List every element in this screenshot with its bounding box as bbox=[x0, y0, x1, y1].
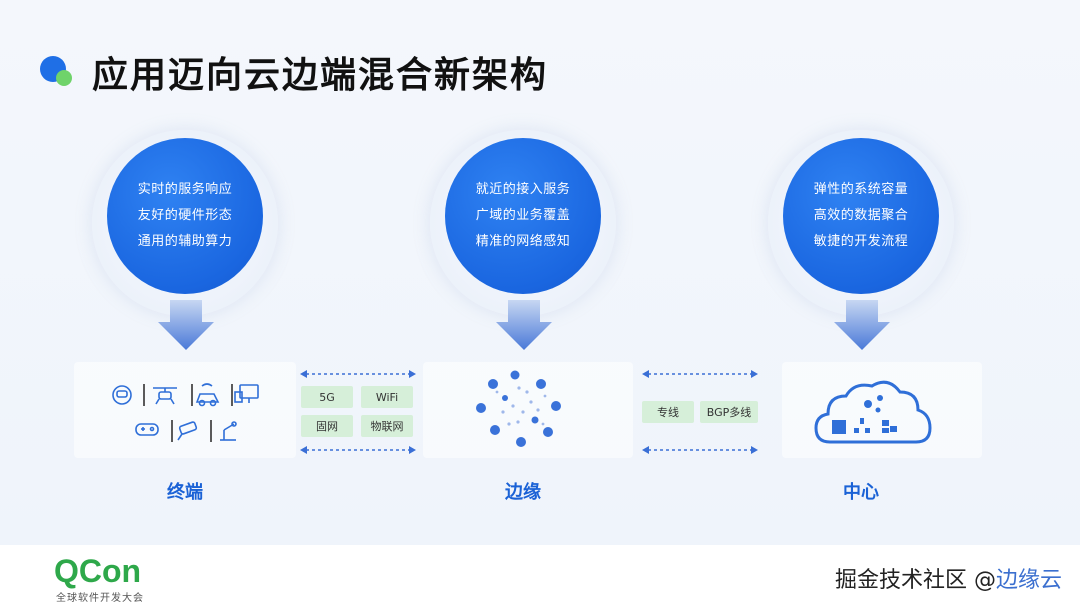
drone-icon bbox=[153, 387, 177, 405]
robot-head-icon bbox=[112, 385, 132, 405]
terminal-line-1: 实时的服务响应 bbox=[137, 182, 233, 197]
center-line-3: 敏捷的开发流程 bbox=[813, 234, 909, 249]
edge-line-2: 广域的业务覆盖 bbox=[475, 208, 571, 223]
edge-nodes-panel bbox=[423, 362, 633, 458]
qcon-logo-subtitle: 全球软件开发大会 bbox=[56, 593, 144, 604]
footer-bar bbox=[0, 545, 1080, 609]
watermark-suffix: 边缘云 bbox=[995, 568, 1062, 593]
connected-car-icon bbox=[195, 383, 220, 407]
slide-title: 应用迈向云边端混合新架构 bbox=[92, 55, 549, 96]
edge-label: 边缘 bbox=[505, 482, 541, 503]
terminal-devices-panel bbox=[74, 362, 296, 458]
watermark-prefix: 掘金技术社区 @ bbox=[834, 568, 996, 593]
edge-center-connector bbox=[642, 370, 758, 454]
cctv-camera-icon bbox=[177, 421, 198, 441]
terminal-edge-connector bbox=[300, 370, 416, 454]
qcon-logo: QCon bbox=[54, 553, 142, 589]
edge-circle: 就近的接入服务 广域的业务覆盖 精准的网络感知 bbox=[445, 138, 601, 294]
robotic-arm-icon bbox=[220, 421, 237, 441]
slide-canvas: 应用迈向云边端混合新架构 实时的服务响应 友好的硬件形态 通用的辅助算力 就近的… bbox=[0, 0, 1080, 545]
center-cloud-panel bbox=[782, 362, 982, 458]
edge-line-3: 精准的网络感知 bbox=[475, 234, 571, 249]
center-line-2: 高效的数据聚合 bbox=[813, 208, 909, 223]
center-line-1: 弹性的系统容量 bbox=[813, 182, 909, 197]
terminal-line-2: 友好的硬件形态 bbox=[137, 208, 233, 223]
cloud-datacenter-icon bbox=[814, 380, 932, 444]
terminal-devices-icons bbox=[112, 383, 259, 442]
terminal-circle: 实时的服务响应 友好的硬件形态 通用的辅助算力 bbox=[107, 138, 263, 294]
title-bullet-accent-icon bbox=[56, 70, 72, 86]
terminal-label: 终端 bbox=[167, 482, 203, 503]
link-tag-wifi: WiFi bbox=[361, 386, 413, 408]
link-tag-5g: 5G bbox=[301, 386, 353, 408]
terminal-down-arrow-icon bbox=[158, 300, 214, 350]
watermark: 掘金技术社区 @边缘云 bbox=[835, 562, 1062, 594]
terminal-line-3: 通用的辅助算力 bbox=[137, 234, 233, 249]
edge-down-arrow-icon bbox=[496, 300, 552, 350]
gamepad-icon bbox=[135, 423, 159, 436]
desktop-icon bbox=[234, 384, 259, 403]
link-tag-leased-line: 专线 bbox=[642, 401, 694, 423]
center-label: 中心 bbox=[843, 482, 879, 503]
link-tag-iot: 物联网 bbox=[361, 415, 413, 437]
link-tag-fixed-network: 固网 bbox=[301, 415, 353, 437]
link-tag-bgp: BGP多线 bbox=[700, 401, 758, 423]
edge-line-1: 就近的接入服务 bbox=[475, 182, 571, 197]
edge-network-icon bbox=[476, 370, 561, 447]
center-down-arrow-icon bbox=[834, 300, 890, 350]
center-circle: 弹性的系统容量 高效的数据聚合 敏捷的开发流程 bbox=[783, 138, 939, 294]
